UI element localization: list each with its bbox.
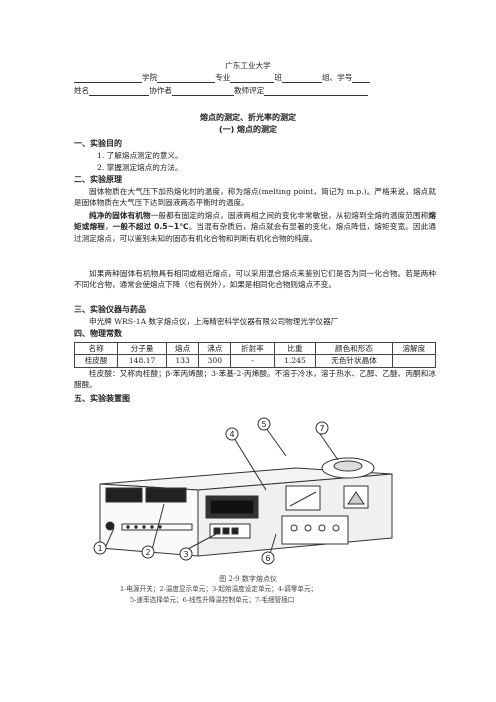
callout-7: 7 — [319, 424, 324, 433]
section-2-heading: 二、实验原理 — [74, 175, 122, 184]
section-5-heading: 五、实验装置图 — [74, 394, 130, 403]
doc-subtitle: (一) 熔点的测定 — [218, 125, 278, 134]
header-line-1: 学院 专业 班 组、学号 — [74, 72, 436, 84]
callout-1: 1 — [97, 544, 102, 553]
grade-label: 教师评定 — [233, 86, 265, 95]
college-blank[interactable] — [74, 73, 142, 84]
col-ri: 折射率 — [230, 341, 275, 356]
principle-text-a: 一般都有固定的熔点，固液两相之间的变化非常敏锐，从初熔到全熔的温度范围称 — [150, 211, 429, 220]
major-blank[interactable] — [157, 73, 216, 84]
section-4-heading: 四、物理常数 — [74, 329, 122, 338]
section-1-heading: 一、实验目的 — [74, 139, 122, 148]
name-label: 姓名 — [74, 86, 90, 95]
section-3-heading: 三、实验仪器与药品 — [74, 305, 146, 314]
cell-density: 1.245 — [273, 354, 317, 368]
constants-table: 名称 分子量 熔点 沸点 折射率 比重 颜色和形态 溶解度 桂皮酸 148.17… — [73, 341, 437, 368]
principle-text-c: 。当混有杂质后，熔点就会有显著的变化，熔点降低，熔矩变宽。因此通过测定熔点，可以… — [74, 222, 437, 243]
melting-range-bold: 熔矩或熔程 — [74, 211, 437, 232]
callout-5: 5 — [261, 420, 266, 429]
callout-6: 6 — [265, 554, 270, 563]
figure-legend-line-1: 1-电源开关；2-温度显示单元；3-起始温度设定单元；4-调零单元； — [120, 585, 318, 593]
cell-mp: 133 — [165, 354, 200, 368]
melting-point-apparatus-figure: 1 2 3 4 5 6 7 — [93, 417, 393, 565]
class-blank[interactable] — [230, 73, 275, 84]
college-label: 学院 — [142, 73, 158, 82]
principle-paragraph-2: 纯净的固体有机物一般都有固定的熔点，固液两相之间的变化非常敏锐，从初熔到全熔的温… — [74, 210, 436, 244]
figure-legend-line-2: 5-速率选择单元；6-线性升降温控制单元；7-毛细管插口 — [130, 596, 295, 604]
name-blank[interactable] — [89, 86, 150, 97]
col-mw: 分子量 — [117, 341, 167, 356]
grade-blank[interactable] — [264, 86, 369, 97]
callout-2: 2 — [145, 548, 150, 557]
group-label: 组、学号 — [321, 73, 353, 82]
partner-label: 协作者 — [149, 86, 172, 95]
col-density: 比重 — [273, 341, 317, 356]
principle-paragraph-3: 如果两种固体有机物具有相同或相近熔点，可以采用混合熔点来鉴别它们是否为同一化合物… — [74, 269, 436, 290]
principle-paragraph-1: 固体物质在大气压下加热熔化时的温度，称为熔点(melting point，简记为… — [74, 187, 436, 208]
cell-name: 桂皮酸 — [73, 354, 119, 368]
principle-text-b: ， — [104, 222, 113, 232]
cell-bp: 300 — [198, 354, 232, 368]
col-mp: 熔点 — [165, 341, 200, 356]
callout-3: 3 — [183, 550, 188, 559]
group-blank[interactable] — [281, 73, 322, 84]
cell-ri: - — [230, 354, 275, 368]
doc-title: 熔点的测定、折光率的测定 — [200, 113, 296, 122]
cinnamic-acid-note: 桂皮酸：又称肉桂酸；β-苯丙烯酸；3-苯基-2-丙烯酸。不溶于冷水，溶于热水、乙… — [74, 369, 436, 390]
pure-solid-bold: 纯净的固体有机物 — [89, 211, 151, 220]
partner-blank[interactable] — [171, 86, 234, 97]
objective-item-2: 2. 掌握测定熔点的方法。 — [97, 163, 183, 172]
table-header-row: 名称 分子量 熔点 沸点 折射率 比重 颜色和形态 溶解度 — [73, 341, 437, 356]
cell-solubility — [391, 354, 437, 368]
university-name: 广东工业大学 — [225, 61, 271, 70]
class-label: 班 — [274, 73, 282, 82]
col-name: 名称 — [73, 341, 119, 356]
table-row: 桂皮酸 148.17 133 300 - 1.245 无色针状晶体 — [73, 354, 437, 368]
cell-mw: 148.17 — [117, 354, 167, 368]
student-id-blank[interactable] — [352, 73, 371, 84]
instrument-text: 申光牌 WRS-1A 数字熔点仪，上海精密科学仪器有限公司物理光学仪器厂 — [89, 317, 339, 326]
col-solubility: 溶解度 — [391, 341, 437, 356]
range-limit-bold: 一般不超过 0.5~1℃ — [112, 222, 189, 232]
figure-caption: 图 2-9 数字熔点仪 — [219, 575, 277, 583]
objective-item-1: 1. 了解熔点测定的意义。 — [97, 151, 183, 160]
callout-4: 4 — [229, 430, 234, 439]
header-line-2: 姓名 协作者 教师评定 — [74, 85, 436, 97]
cell-appearance: 无色针状晶体 — [315, 354, 393, 368]
col-appearance: 颜色和形态 — [315, 341, 393, 356]
col-bp: 沸点 — [198, 341, 232, 356]
major-label: 专业 — [215, 73, 231, 82]
